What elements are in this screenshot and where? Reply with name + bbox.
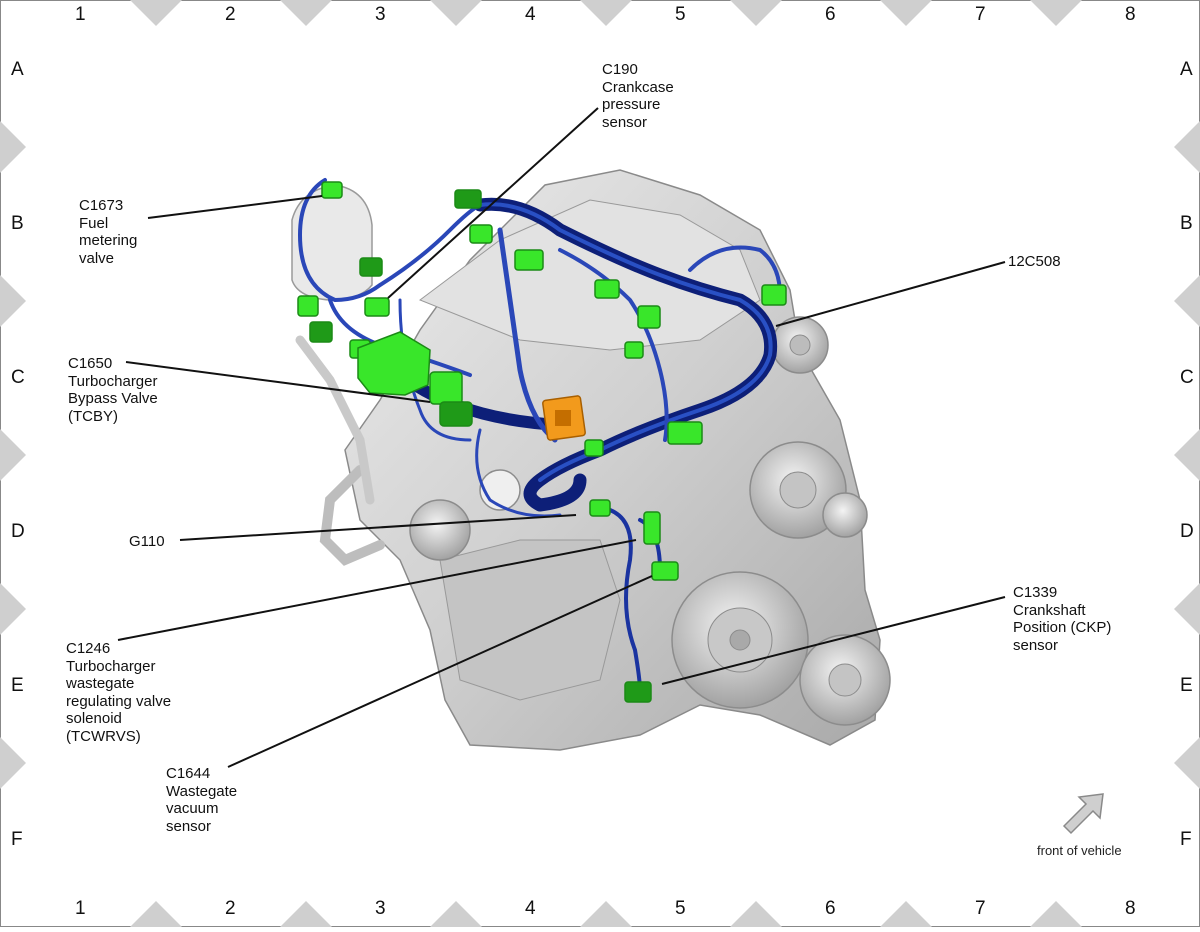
frame-marker-top-0 — [130, 0, 182, 26]
grid-col-top-4: 4 — [525, 4, 536, 25]
grid-col-bottom-8: 8 — [1125, 898, 1136, 919]
callout-c1644: C1644 Wastegate vacuum sensor — [166, 765, 238, 835]
frame-marker-top-5 — [880, 0, 932, 26]
grid-col-top-8: 8 — [1125, 4, 1136, 25]
leader-c190 — [387, 107, 599, 299]
callout-c1339: C1339 Crankshaft Position (CKP) sensor — [1013, 584, 1112, 654]
callout-c1673: C1673 Fuel metering valve — [79, 197, 138, 267]
engine-pulleys — [409, 316, 891, 726]
callout-c1246: C1246 Turbocharger wastegate regulating … — [66, 640, 172, 745]
frame-marker-left-1 — [0, 275, 26, 327]
grid-col-bottom-4: 4 — [525, 898, 536, 919]
leader-g110 — [179, 514, 577, 541]
grid-col-top-5: 5 — [675, 4, 686, 25]
frame-marker-right-1 — [1174, 275, 1200, 327]
frame-marker-top-6 — [1030, 0, 1082, 26]
grid-col-bottom-1: 1 — [75, 898, 86, 919]
frame-marker-top-2 — [430, 0, 482, 26]
frame-marker-top-4 — [730, 0, 782, 26]
frame-marker-right-4 — [1174, 737, 1200, 789]
grid-col-bottom-7: 7 — [975, 898, 986, 919]
leader-lines — [117, 107, 1006, 768]
leader-12c508 — [775, 261, 1006, 327]
leader-c1246 — [117, 539, 637, 641]
frame-marker-left-0 — [0, 121, 26, 173]
frame-marker-bottom-1 — [280, 901, 332, 927]
grid-row-right-A: A — [1180, 59, 1193, 80]
grid-col-top-3: 3 — [375, 4, 386, 25]
grid-col-top-7: 7 — [975, 4, 986, 25]
frame-marker-right-0 — [1174, 121, 1200, 173]
leader-c1644 — [227, 575, 653, 768]
grid-col-top-6: 6 — [825, 4, 836, 25]
callout-c1650: C1650 Turbocharger Bypass Valve (TCBY) — [68, 355, 158, 425]
leader-c1650 — [125, 361, 431, 403]
frame-marker-right-2 — [1174, 429, 1200, 481]
callout-c190: C190 Crankcase pressure sensor — [602, 61, 674, 131]
grid-row-left-A: A — [11, 59, 24, 80]
grid-row-left-E: E — [11, 675, 24, 696]
grid-row-right-F: F — [1180, 829, 1192, 850]
frame-marker-left-3 — [0, 583, 26, 635]
frame-marker-top-1 — [280, 0, 332, 26]
grid-row-left-B: B — [11, 213, 24, 234]
frame-marker-right-3 — [1174, 583, 1200, 635]
grid-row-left-F: F — [11, 829, 23, 850]
leader-c1673 — [147, 195, 323, 219]
frame-marker-bottom-0 — [130, 901, 182, 927]
frame-marker-bottom-5 — [880, 901, 932, 927]
connectors — [297, 181, 787, 703]
frame-marker-left-4 — [0, 737, 26, 789]
frame-marker-left-2 — [0, 429, 26, 481]
grid-row-right-B: B — [1180, 213, 1193, 234]
grid-row-left-D: D — [11, 521, 25, 542]
leader-c1339 — [661, 596, 1006, 685]
grid-row-right-C: C — [1180, 367, 1194, 388]
front-of-vehicle-note: front of vehicle — [1037, 843, 1122, 858]
grid-col-bottom-2: 2 — [225, 898, 236, 919]
grid-col-top-2: 2 — [225, 4, 236, 25]
grid-col-bottom-6: 6 — [825, 898, 836, 919]
frame-marker-bottom-3 — [580, 901, 632, 927]
callout-12c508: 12C508 — [1008, 253, 1061, 270]
grid-row-right-D: D — [1180, 521, 1194, 542]
frame-marker-bottom-2 — [430, 901, 482, 927]
grid-col-bottom-3: 3 — [375, 898, 386, 919]
front-of-vehicle-arrow-icon — [1062, 793, 1104, 835]
grid-col-top-1: 1 — [75, 4, 86, 25]
grid-row-left-C: C — [11, 367, 25, 388]
frame-marker-bottom-6 — [1030, 901, 1082, 927]
highlighted-connector — [542, 395, 586, 441]
frame-marker-bottom-4 — [730, 901, 782, 927]
frame-marker-top-3 — [580, 0, 632, 26]
grid-col-bottom-5: 5 — [675, 898, 686, 919]
callout-g110: G110 — [129, 533, 165, 550]
grid-row-right-E: E — [1180, 675, 1193, 696]
